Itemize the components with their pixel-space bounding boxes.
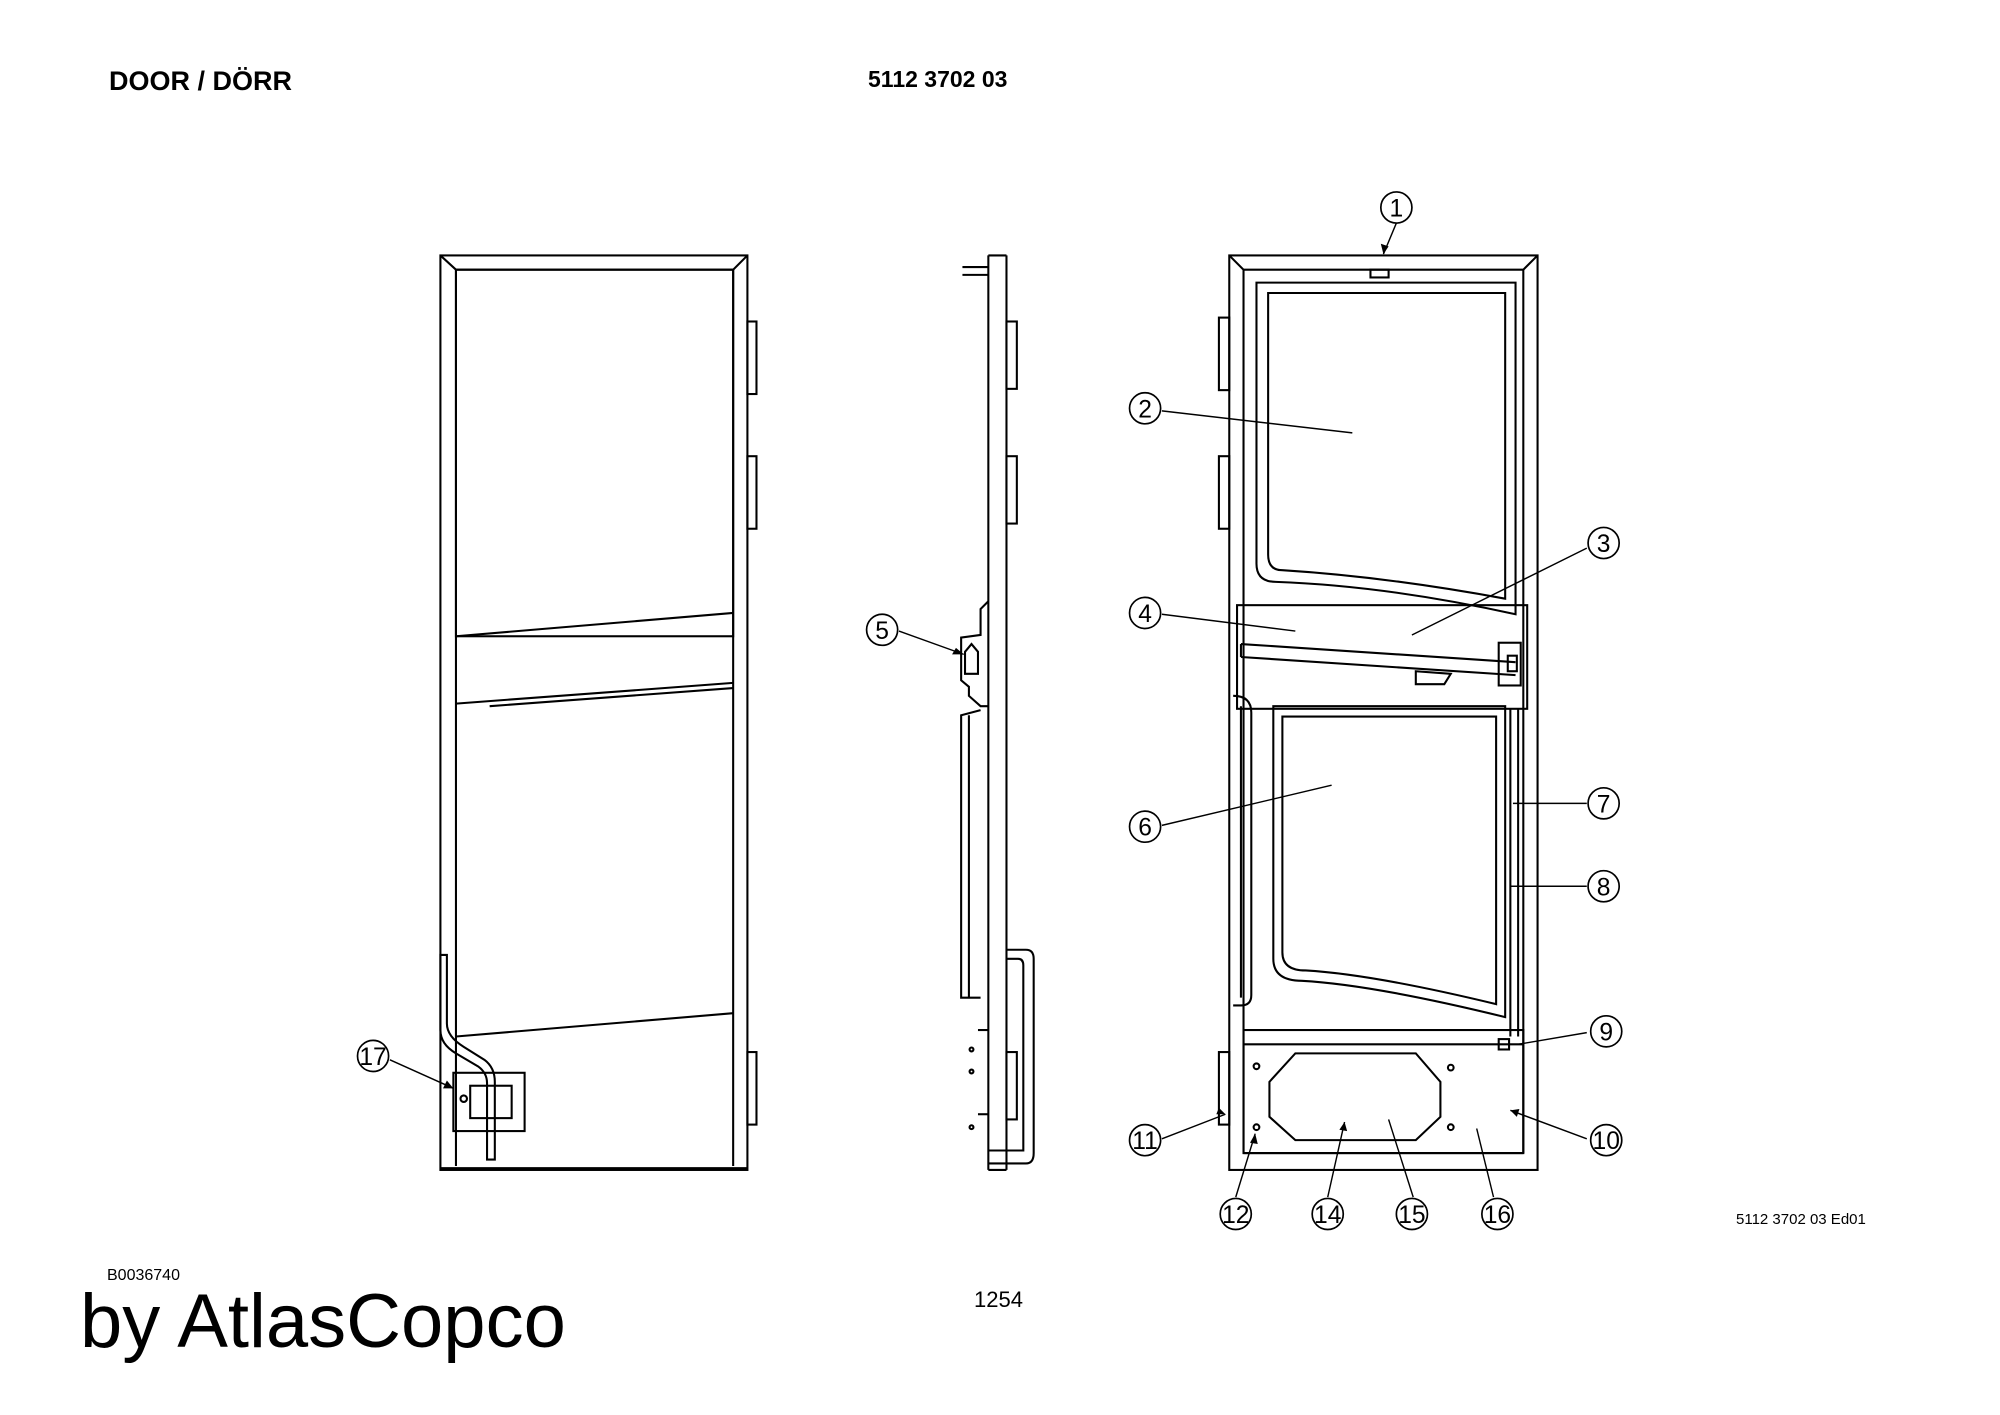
callout-4: 11 — [1128, 1123, 1162, 1157]
svg-text:17: 17 — [359, 1044, 386, 1071]
callout-16: 1 — [1379, 191, 1413, 224]
page-number: 1254 — [974, 1287, 1023, 1312]
svg-text:11: 11 — [1132, 1128, 1158, 1155]
svg-text:3: 3 — [1597, 531, 1611, 558]
svg-text:8: 8 — [1597, 874, 1611, 901]
callout-2: 12 — [1219, 1197, 1253, 1231]
callout-1: 9 — [1589, 1014, 1623, 1048]
svg-text:5: 5 — [875, 618, 889, 645]
callout-15: 4 — [1128, 596, 1162, 630]
svg-text:12: 12 — [1222, 1202, 1249, 1229]
svg-text:2: 2 — [1138, 396, 1152, 423]
brand-watermark: by AtlasCopco — [80, 1279, 566, 1364]
edition-label: 5112 3702 03 Ed01 — [1736, 1211, 1866, 1228]
svg-text:7: 7 — [1597, 791, 1611, 818]
callout-14: 7 — [1587, 786, 1621, 820]
door-rear-view — [1217, 254, 1539, 1171]
callout-5: 15 — [1395, 1197, 1429, 1231]
svg-text:10: 10 — [1593, 1128, 1620, 1155]
svg-text:6: 6 — [1138, 815, 1152, 842]
callout-8: 2 — [1128, 391, 1162, 425]
image-id: B0036740 — [107, 1267, 180, 1284]
callouts: 1 2 3 4 5 6 7 8 9 10 11 12 14 15 16 17 — [356, 191, 1623, 1231]
svg-text:1: 1 — [1390, 196, 1404, 223]
part-number: 5112 3702 03 — [868, 66, 1008, 92]
callout-3: 10 — [1589, 1123, 1623, 1157]
svg-text:4: 4 — [1138, 601, 1152, 628]
svg-text:14: 14 — [1314, 1202, 1341, 1229]
leader-lines — [389, 222, 1588, 1198]
door-front-view — [439, 254, 758, 1171]
page-title: DOOR / DÖRR — [109, 66, 293, 96]
callout-7: 6 — [1128, 810, 1162, 844]
svg-text:9: 9 — [1599, 1019, 1613, 1046]
callout-12: 5 — [865, 613, 899, 647]
callout-6: 16 — [1481, 1197, 1514, 1231]
callout-17: 17 — [356, 1039, 390, 1073]
svg-text:15: 15 — [1398, 1202, 1425, 1229]
svg-text:16: 16 — [1484, 1202, 1511, 1229]
callout-11: 8 — [1587, 869, 1621, 903]
callout-10: 3 — [1587, 526, 1621, 560]
door-side-view — [960, 254, 1035, 1171]
callout-9: 14 — [1311, 1197, 1345, 1231]
